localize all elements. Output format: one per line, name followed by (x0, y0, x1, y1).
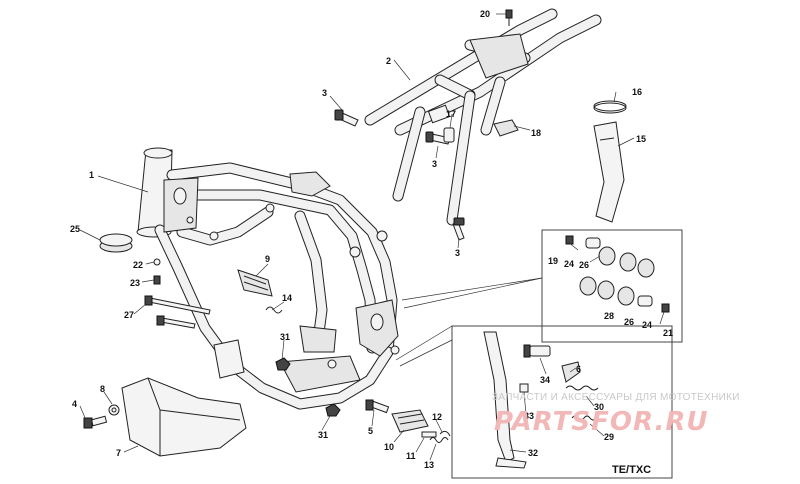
footpeg-10 (391, 409, 429, 433)
callout-18: 18 (531, 128, 541, 138)
bolt-27 (144, 295, 211, 329)
callout-10: 10 (384, 442, 394, 452)
callout-7: 7 (116, 448, 121, 458)
rear-subframe (364, 8, 602, 226)
callout-20: 20 (480, 9, 490, 19)
callout-32: 32 (528, 448, 538, 458)
callout-17: 17 (446, 109, 456, 119)
screw-23 (153, 275, 161, 285)
leader-lines (79, 13, 665, 461)
watermark-logo: PARTSFOR.RU (494, 407, 708, 437)
callout-33: 33 (524, 411, 534, 421)
callout-30: 30 (594, 402, 604, 412)
callout-6: 6 (576, 364, 581, 374)
callout-15: 15 (636, 134, 646, 144)
screw-3-top (334, 109, 359, 127)
callout-3-low: 3 (455, 248, 460, 258)
pin-11 (421, 431, 437, 438)
watermark-tagline: ЗАПЧАСТИ И АКСЕССУАРЫ ДЛЯ МОТОТЕХНИКИ (492, 392, 740, 403)
callout-9: 9 (265, 254, 270, 264)
sidestand-inset (395, 325, 673, 479)
screw-5 (365, 399, 390, 414)
callout-2: 2 (386, 56, 391, 66)
callout-29: 29 (604, 432, 614, 442)
clip-12 (439, 430, 451, 437)
nut-31-lower (325, 403, 341, 417)
callout-labels: 1 2 3 3 3 4 5 6 7 8 9 10 11 12 13 14 15 … (70, 9, 673, 476)
spring-14 (265, 306, 283, 314)
callout-11: 11 (406, 451, 416, 461)
footpeg-9 (237, 269, 273, 297)
callout-13: 13 (424, 460, 434, 470)
main-frame (136, 147, 400, 410)
callout-31-upper: 31 (280, 332, 290, 342)
callout-3-mid: 3 (432, 159, 437, 169)
washer-22 (153, 258, 161, 266)
callout-14: 14 (282, 293, 292, 303)
callout-28: 28 (604, 311, 614, 321)
screw-3-low (452, 217, 465, 241)
bracket-18 (493, 119, 519, 137)
callout-24-bottom: 24 (642, 320, 652, 330)
bushing-detail-box (401, 229, 683, 343)
callout-1: 1 (89, 170, 94, 180)
washer-8 (108, 404, 120, 416)
nut-31-upper (275, 357, 291, 371)
callout-5: 5 (368, 426, 373, 436)
sidestand-inset-label: TE/TXC (612, 464, 651, 476)
bolt-20 (505, 9, 513, 26)
callout-8: 8 (100, 384, 105, 394)
callout-27: 27 (124, 310, 134, 320)
callout-24-top: 24 (564, 259, 574, 269)
callout-26-bottom: 26 (624, 317, 634, 327)
callout-26-top: 26 (579, 260, 589, 270)
screw-4 (83, 415, 108, 429)
callout-25: 25 (70, 224, 80, 234)
callout-4: 4 (72, 399, 77, 409)
spring-13 (429, 437, 449, 443)
spacer-17 (443, 127, 455, 143)
skid-plate-7 (121, 377, 247, 457)
heat-guard-15 (593, 121, 625, 223)
callout-16: 16 (632, 87, 642, 97)
callout-12: 12 (432, 412, 442, 422)
callout-34: 34 (540, 375, 550, 385)
callout-21: 21 (663, 328, 673, 338)
callout-22: 22 (133, 260, 143, 270)
callout-31-lower: 31 (318, 430, 328, 440)
callout-3-top: 3 (322, 88, 327, 98)
callout-19: 19 (548, 256, 558, 266)
callout-23: 23 (130, 278, 140, 288)
clamp-16 (593, 100, 627, 114)
bumper-25 (99, 233, 133, 253)
watermark: ЗАПЧАСТИ И АКСЕССУАРЫ ДЛЯ МОТОТЕХНИКИ PA… (492, 392, 740, 437)
